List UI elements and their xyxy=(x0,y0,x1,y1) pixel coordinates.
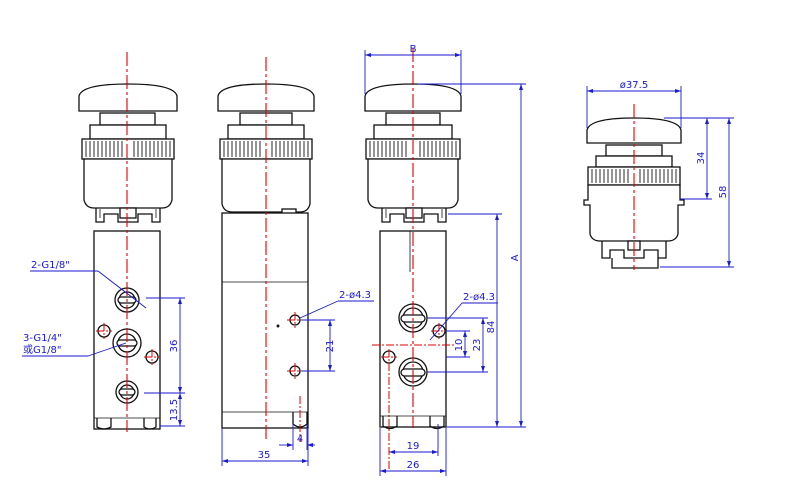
hole-2-d43-right-label: 2-ø4.3 xyxy=(463,292,495,303)
front-view-collar xyxy=(83,158,173,209)
dim-58-label: 58 xyxy=(718,186,729,199)
right-view-clip xyxy=(381,208,447,223)
side-view xyxy=(217,57,315,442)
right-view xyxy=(364,48,462,470)
hole-2-d43-side-label: 2-ø4.3 xyxy=(339,290,371,301)
dim-10-label: 10 xyxy=(454,339,465,352)
front-view-clip xyxy=(95,208,161,223)
dim-19-label: 19 xyxy=(407,441,420,452)
dimensions: 36 13.5 2-G1/8" 3-G1/4" 或G1/8" 21 2-ø4.3… xyxy=(22,44,734,476)
detail-view xyxy=(583,104,685,270)
dim-36-label: 36 xyxy=(169,340,180,353)
side-view-body xyxy=(221,212,309,429)
front-view-cap xyxy=(78,83,178,112)
dim-26-label: 26 xyxy=(407,460,420,471)
dim-b-label: B xyxy=(410,44,417,55)
dim-21-label: 21 xyxy=(325,340,336,353)
right-view-collar xyxy=(367,158,459,209)
dim-84-label: 84 xyxy=(486,321,497,334)
front-view-knurled-ring xyxy=(81,138,175,160)
dim-34-label: 34 xyxy=(696,152,707,165)
dim-4-label: 4 xyxy=(297,434,303,445)
dim-13-5-label: 13.5 xyxy=(169,399,180,421)
dim-a-label: A xyxy=(510,254,521,261)
front-view xyxy=(78,52,178,432)
dim-37-5-label: ø37.5 xyxy=(620,80,648,91)
detail-view-clip xyxy=(601,241,667,259)
dim-23-label: 23 xyxy=(472,339,483,352)
dim-35-label: 35 xyxy=(258,450,271,461)
port-alt-g1-8-label: 或G1/8" xyxy=(23,344,61,356)
port-2-g1-8-label: 2-G1/8" xyxy=(31,260,70,271)
port-3-g1-4-label: 3-G1/4" xyxy=(23,333,62,344)
